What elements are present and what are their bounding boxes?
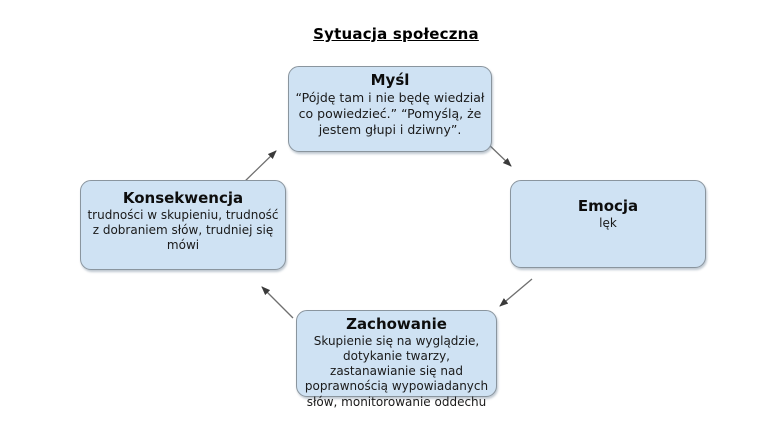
- node-thought-title: Myśl: [370, 71, 410, 89]
- arrow-behavior-to-consequence-icon: [261, 286, 294, 319]
- diagram-title: Sytuacja społeczna: [313, 25, 479, 43]
- node-behavior-body: Skupienie się na wyglądzie, dotykanie tw…: [304, 333, 489, 409]
- node-consequence-title: Konsekwencja: [122, 189, 244, 207]
- node-thought: Myśl “Pójdę tam i nie będę wiedział co p…: [288, 66, 492, 152]
- node-consequence-body: trudności w skupieniu, trudność z dobran…: [87, 207, 279, 253]
- node-consequence: Konsekwencja trudności w skupieniu, trud…: [80, 180, 286, 270]
- node-behavior: Zachowanie Skupienie się na wyglądzie, d…: [296, 310, 497, 409]
- node-thought-body: “Pójdę tam i nie będę wiedział co powied…: [295, 89, 485, 137]
- node-behavior-title: Zachowanie: [346, 315, 447, 333]
- node-emotion-title: Emocja: [577, 197, 639, 215]
- node-emotion: Emocja lęk: [510, 180, 706, 268]
- node-emotion-body: lęk: [599, 215, 617, 230]
- arrow-emotion-to-behavior-icon: [499, 278, 533, 307]
